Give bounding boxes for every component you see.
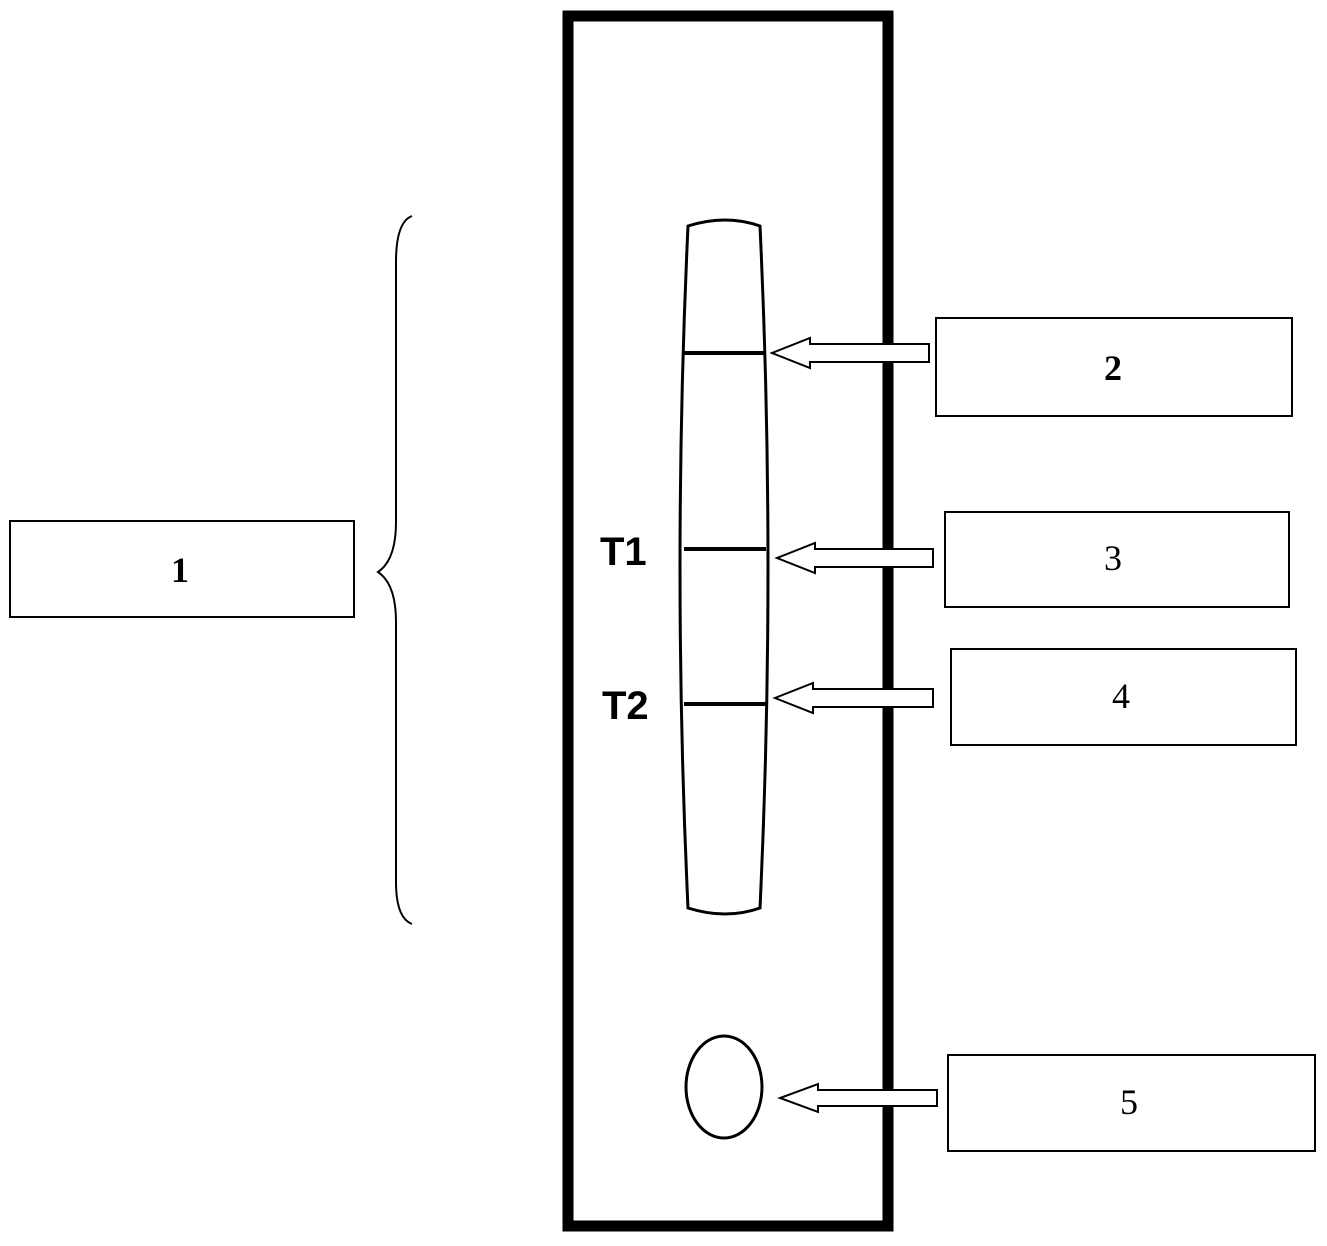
callout-box-3 — [944, 511, 1290, 608]
arrow-to-t2-line — [772, 681, 934, 715]
callout-label-4: 4 — [1112, 676, 1130, 716]
t2-label: T2 — [602, 684, 649, 728]
callout-box-5 — [947, 1054, 1316, 1152]
arrow-to-sample-well — [777, 1082, 938, 1114]
callout-label-5: 5 — [1120, 1082, 1138, 1122]
callout-box-2 — [935, 317, 1293, 417]
arrow-to-t1-line — [774, 541, 934, 575]
callout-label-1: 1 — [171, 550, 189, 590]
callout-box-1 — [9, 520, 355, 618]
t1-label: T1 — [600, 530, 647, 574]
sample-well — [684, 1034, 764, 1140]
callout-label-2: 2 — [1104, 348, 1122, 388]
curly-brace — [376, 215, 413, 925]
callout-label-3: 3 — [1104, 538, 1122, 578]
callout-box-4 — [950, 648, 1297, 746]
result-window — [678, 218, 770, 916]
arrow-to-control-line — [769, 336, 930, 370]
